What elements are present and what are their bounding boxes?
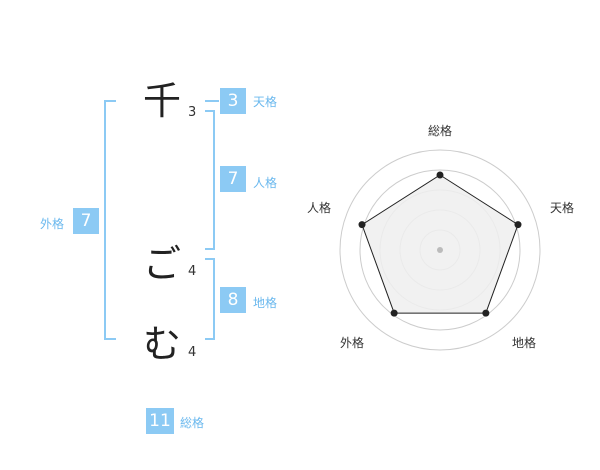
jinkaku-bracket-vertical (213, 110, 215, 250)
radar-label-chikaku: 地格 (512, 335, 536, 350)
radar-point (390, 309, 398, 317)
jinkaku-label: 人格 (253, 176, 278, 190)
tenkaku-connector (205, 100, 219, 102)
radar-ring (359, 169, 521, 331)
radar-point (514, 221, 522, 229)
radar-point (358, 221, 366, 229)
gaikaku-bracket-top (104, 100, 116, 102)
radar-ring (339, 149, 541, 351)
chikaku-bracket-bottom (205, 338, 215, 340)
soukaku-label: 総格 (180, 416, 205, 430)
radar-label-gaikaku: 外格 (340, 335, 364, 350)
radar-polygon (361, 174, 519, 314)
chikaku-bracket-top (205, 258, 215, 260)
radar-point (436, 171, 444, 179)
name-char-1: 千 (143, 79, 182, 123)
radar-point (482, 309, 490, 317)
gaikaku-bracket-bottom (104, 338, 116, 340)
jinkaku-bracket-top (205, 110, 215, 112)
jinkaku-value: 7 (220, 166, 246, 192)
soukaku-value: 11 (146, 408, 174, 434)
stroke-count-3: 4 (188, 345, 197, 360)
name-char-2: ご (143, 242, 182, 286)
tenkaku-value: 3 (220, 88, 246, 114)
chikaku-bracket-vertical (213, 258, 215, 340)
gaikaku-bracket-vertical (104, 100, 106, 340)
gaikaku-label: 外格 (40, 217, 65, 231)
chikaku-label: 地格 (253, 296, 278, 310)
radar-label-jinkaku: 人格 (307, 200, 331, 215)
jinkaku-bracket-bottom (205, 248, 215, 250)
stroke-count-2: 4 (188, 264, 197, 279)
tenkaku-label: 天格 (253, 95, 278, 109)
radar-center-dot (437, 247, 443, 253)
radar-label-tenkaku: 天格 (550, 200, 574, 215)
radar-label-soukaku: 総格 (428, 123, 452, 138)
stroke-count-1: 3 (188, 105, 197, 120)
gaikaku-value: 7 (73, 208, 99, 234)
chikaku-value: 8 (220, 287, 246, 313)
name-char-3: む (143, 322, 182, 366)
